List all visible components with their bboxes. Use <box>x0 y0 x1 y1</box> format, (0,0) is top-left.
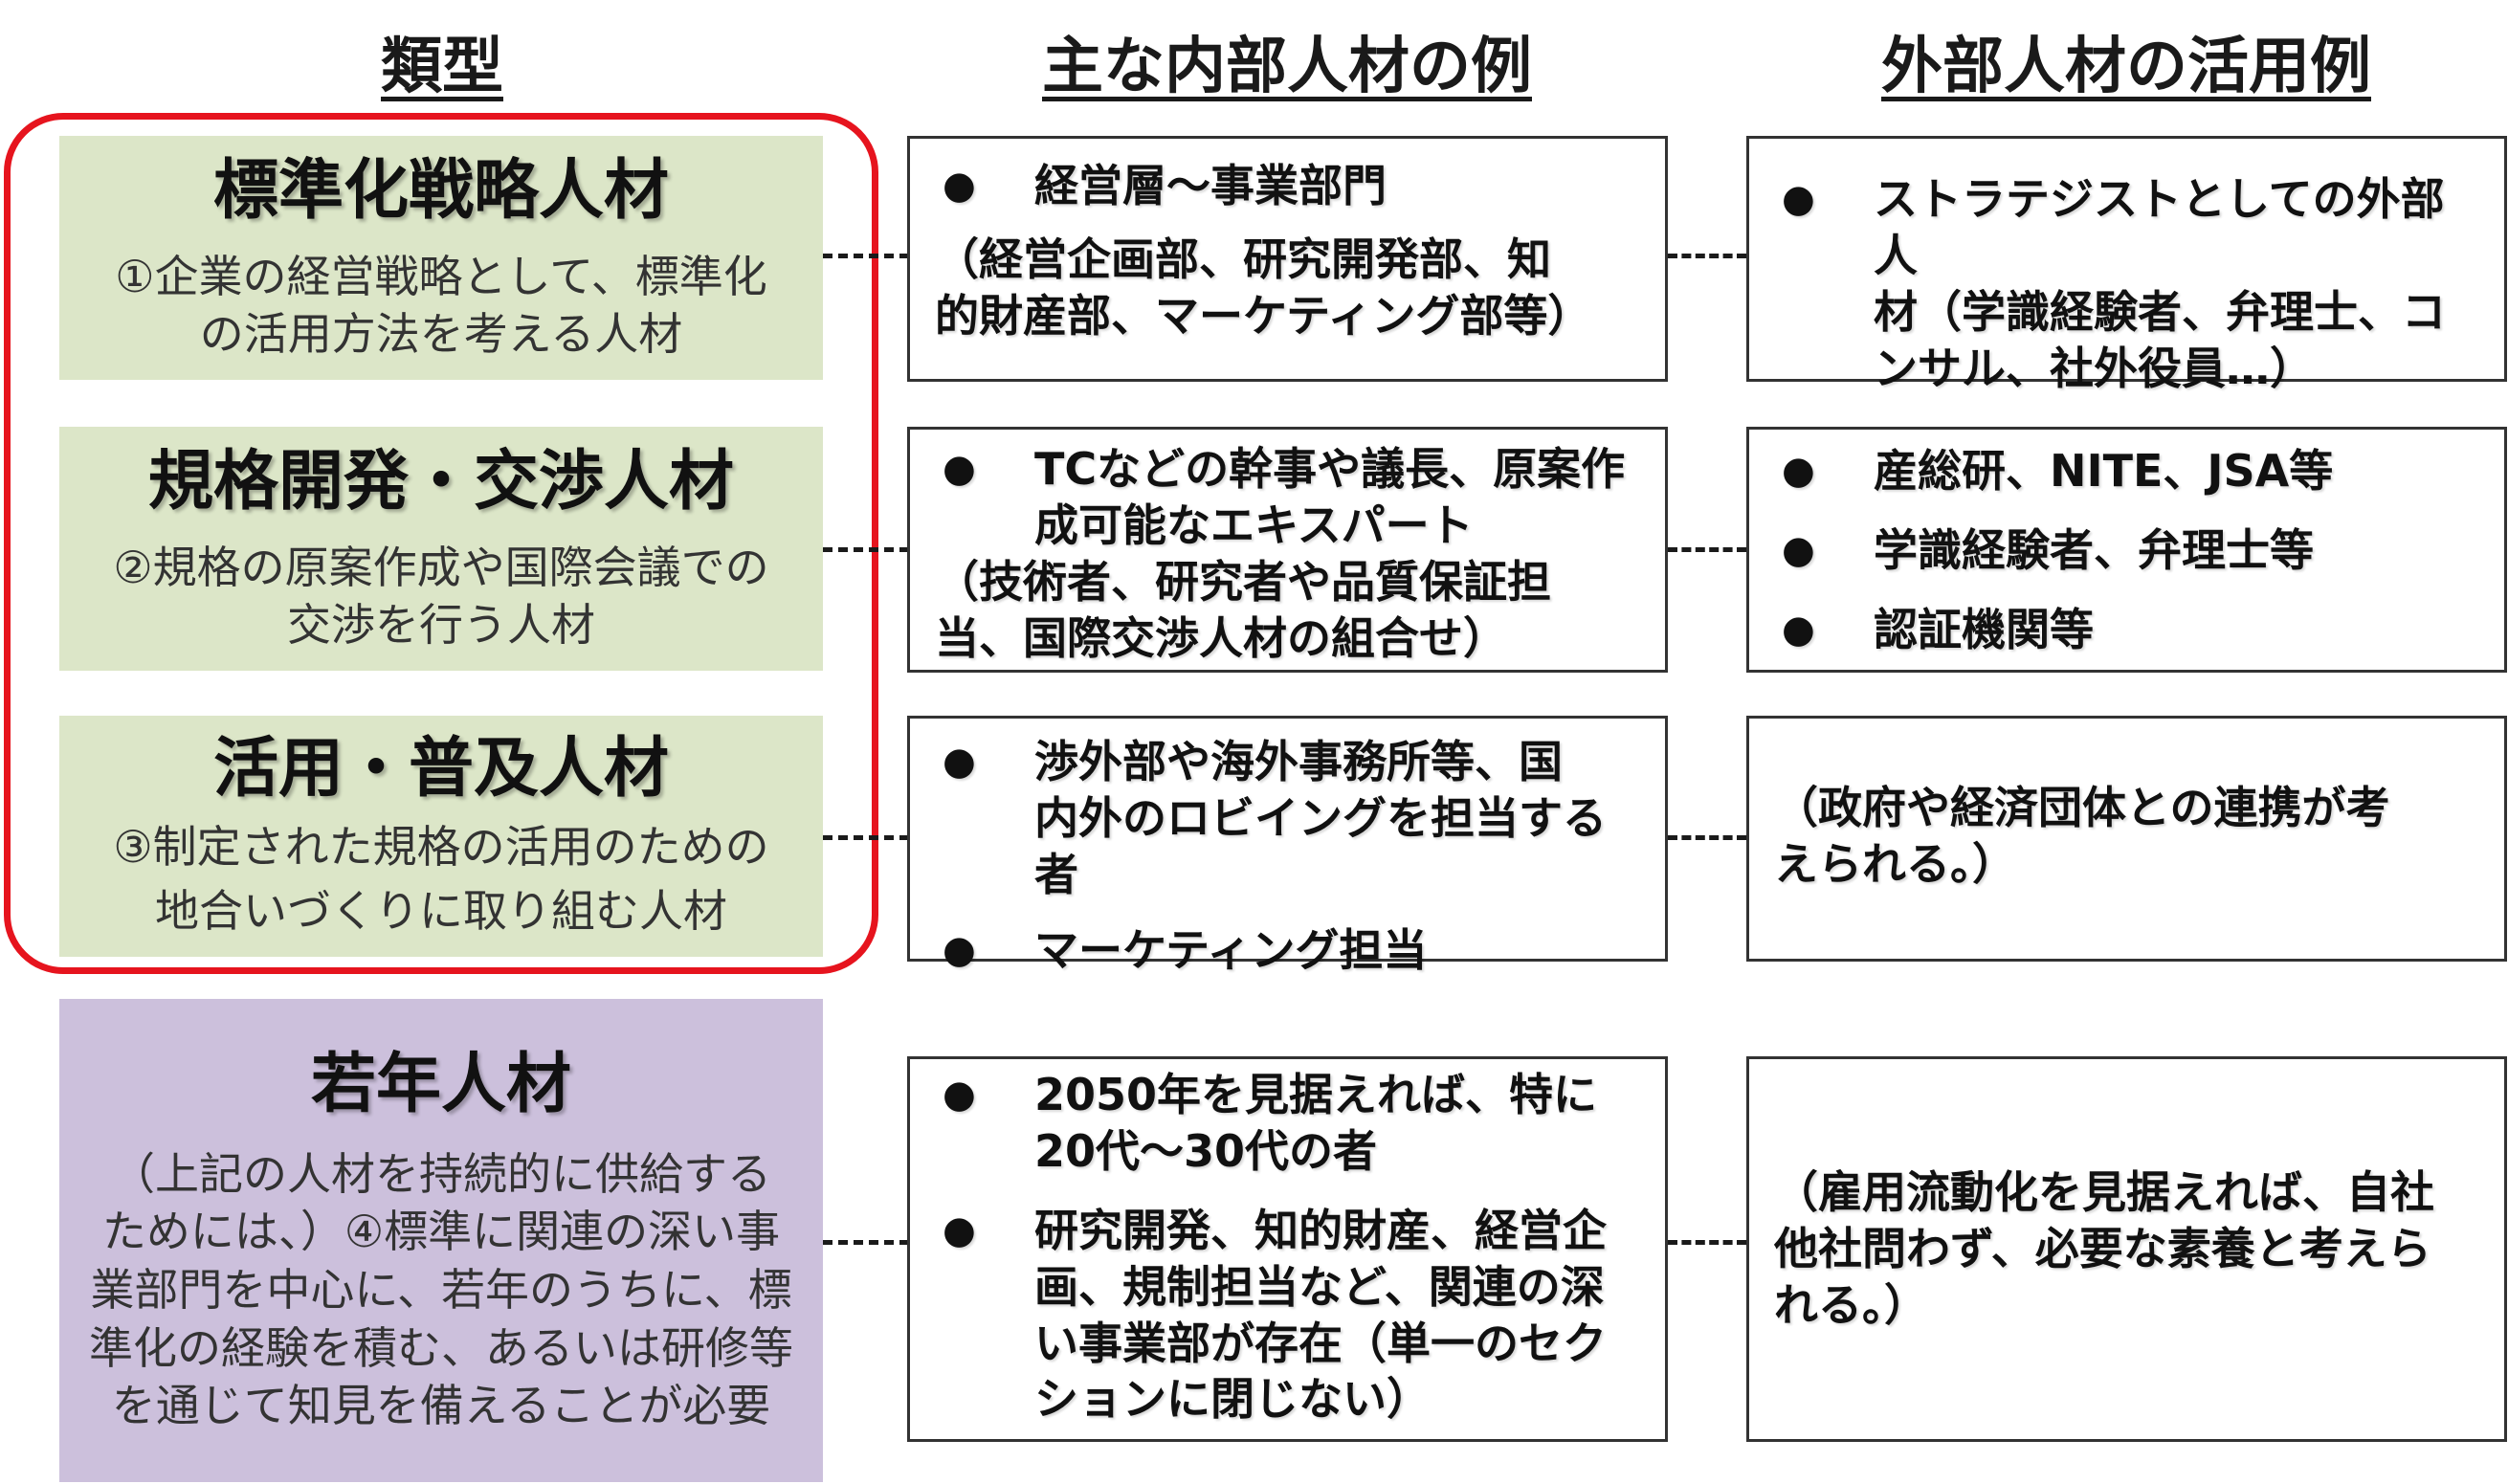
list-item: ● ストラテジストとしての外部人 材（学識経験者、弁理士、コ ンサル、社外役員…… <box>1774 171 2479 397</box>
header-type: 類型 <box>381 32 503 102</box>
connector-line <box>1668 254 1746 258</box>
bullet-icon: ● <box>1782 449 1815 493</box>
list-item: ● TCなどの幹事や議長、原案作 成可能なエキスパート <box>935 441 1640 554</box>
bullet-text: 2050年を見据えれば、特に 20代～30代の者 <box>1034 1069 1598 1177</box>
bullet-icon: ● <box>1782 527 1815 572</box>
connector-line <box>823 254 909 258</box>
bullet-icon: ● <box>943 1073 976 1117</box>
bullet-text: TCなどの幹事や議長、原案作 成可能なエキスパート <box>1034 443 1626 551</box>
internal-box-row1: ● 経営層～事業部門 （経営企画部、研究開発部、知 的財産部、マーケティング部等… <box>907 136 1668 382</box>
type-description: ③制定された規格の活用のための 地合いづくりに取り組む人材 <box>113 821 769 937</box>
connector-line <box>823 547 909 552</box>
bullet-text: 産総研、NITE、JSA等 <box>1874 445 2334 497</box>
type-description: ②規格の原案作成や国際会議での 交渉を行う人材 <box>113 541 769 652</box>
bullet-text: 渉外部や海外事務所等、国 内外のロビイングを担当する者 <box>1034 736 1607 900</box>
external-box-row4: （雇用流動化を見据えれば、自社 他社問わず、必要な素養と考えら れる。） <box>1746 1056 2507 1442</box>
connector-line <box>823 1240 909 1245</box>
header-internal: 主な内部人材の例 <box>1042 32 1532 102</box>
bullet-text: 学識経験者、弁理士等 <box>1874 523 2314 576</box>
list-item: ● マーケティング担当 <box>935 922 1640 979</box>
highlight-frame <box>4 113 878 974</box>
bullet-text: ストラテジストとしての外部人 材（学識経験者、弁理士、コ ンサル、社外役員…） <box>1874 173 2446 394</box>
bullet-icon: ● <box>943 164 976 208</box>
list-item: ● 認証機関等 <box>1774 602 2479 658</box>
bullet-icon: ● <box>943 740 976 784</box>
internal-box-row2: ● TCなどの幹事や議長、原案作 成可能なエキスパート （技術者、研究者や品質保… <box>907 427 1668 673</box>
type-box-utilization-dissemination: 活用・普及人材 ③制定された規格の活用のための 地合いづくりに取り組む人材 <box>59 716 823 957</box>
type-title: 若年人材 <box>310 1046 571 1122</box>
connector-line <box>1668 547 1746 552</box>
type-box-standardization-strategy: 標準化戦略人材 ①企業の経営戦略として、標準化 の活用方法を考える人材 <box>59 136 823 380</box>
external-note: （雇用流動化を見据えれば、自社 他社問わず、必要な素養と考えら れる。） <box>1774 1166 2434 1331</box>
bullet-icon: ● <box>943 927 976 972</box>
list-item: ● 渉外部や海外事務所等、国 内外のロビイングを担当する者 <box>935 734 1640 903</box>
internal-note: （技術者、研究者や品質保証担 当、国際交渉人材の組合せ） <box>935 555 1551 664</box>
bullet-icon: ● <box>943 1207 976 1252</box>
type-title: 活用・普及人材 <box>212 730 669 807</box>
type-box-young-talent: 若年人材 （上記の人材を持続的に供給する ためには、）④標準に関連の深い事 業部… <box>59 999 823 1482</box>
bullet-icon: ● <box>943 447 976 491</box>
list-item: ● 2050年を見据えれば、特に 20代～30代の者 <box>935 1067 1640 1180</box>
list-item: ● 産総研、NITE、JSA等 <box>1774 443 2479 499</box>
internal-box-row3: ● 渉外部や海外事務所等、国 内外のロビイングを担当する者 ● マーケティング担… <box>907 716 1668 976</box>
internal-box-row4: ● 2050年を見据えれば、特に 20代～30代の者 ● 研究開発、知的財産、経… <box>907 1056 1668 1442</box>
connector-line <box>1668 1240 1746 1245</box>
external-box-row1: ● ストラテジストとしての外部人 材（学識経験者、弁理士、コ ンサル、社外役員…… <box>1746 136 2507 394</box>
bullet-icon: ● <box>1782 177 1815 221</box>
list-item: ● 経営層～事業部門 <box>935 158 1640 214</box>
header-external: 外部人材の活用例 <box>1881 32 2371 102</box>
external-box-row3: （政府や経済団体との連携が考 えられる。） <box>1746 716 2507 962</box>
type-description: （上記の人材を持続的に供給する ためには、）④標準に関連の深い事 業部門を中心に… <box>89 1147 793 1432</box>
external-box-row2: ● 産総研、NITE、JSA等 ● 学識経験者、弁理士等 ● 認証機関等 <box>1746 427 2507 673</box>
connector-line <box>823 835 909 840</box>
type-box-standards-development: 規格開発・交渉人材 ②規格の原案作成や国際会議での 交渉を行う人材 <box>59 427 823 671</box>
bullet-text: 経営層～事業部門 <box>1034 160 1387 211</box>
list-item: ● 学識経験者、弁理士等 <box>1774 522 2479 579</box>
bullet-text: マーケティング担当 <box>1034 923 1428 976</box>
bullet-text: 認証機関等 <box>1874 603 2094 655</box>
type-title: 規格開発・交渉人材 <box>147 443 734 520</box>
type-description: ①企業の経営戦略として、標準化 の活用方法を考える人材 <box>115 250 767 361</box>
bullet-icon: ● <box>1782 607 1815 652</box>
internal-note: （経営企画部、研究開発部、知 的財産部、マーケティング部等） <box>935 233 1592 342</box>
list-item: ● 研究開発、知的財産、経営企 画、規制担当など、関連の深 い事業部が存在（単一… <box>935 1203 1640 1429</box>
bullet-text: 研究開発、知的財産、経営企 画、規制担当など、関連の深 い事業部が存在（単一のセ… <box>1034 1204 1607 1426</box>
type-title: 標準化戦略人材 <box>212 152 669 229</box>
external-note: （政府や経済団体との連携が考 えられる。） <box>1774 782 2390 890</box>
connector-line <box>1668 835 1746 840</box>
